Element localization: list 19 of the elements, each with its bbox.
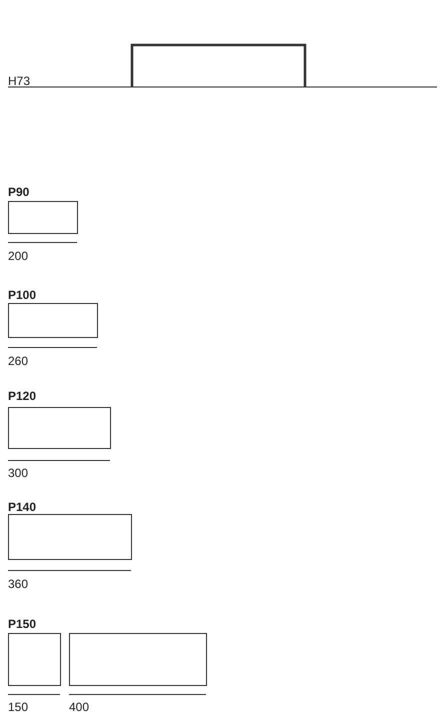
- dimension-label: 360: [8, 577, 28, 591]
- profile-outline: [69, 633, 207, 686]
- dimension-label: 300: [8, 466, 28, 480]
- profile-outline: [8, 514, 132, 560]
- profile-label: P90: [8, 185, 30, 199]
- profile-outline: [130, 44, 306, 87]
- dimension-label: 150: [8, 700, 28, 714]
- dimension-label: 400: [69, 700, 90, 714]
- profile-outline: [8, 633, 61, 686]
- profile-label: H73: [8, 74, 30, 88]
- dimension-label: 200: [8, 249, 28, 263]
- profile-label: P150: [8, 617, 36, 631]
- profile-outline: [8, 201, 78, 234]
- profile-outline: [8, 303, 98, 338]
- dimension-label: 260: [8, 354, 28, 368]
- profile-outline: [8, 407, 111, 449]
- profile-label: P140: [8, 500, 36, 514]
- profile-label: P100: [8, 288, 36, 302]
- profile-label: P120: [8, 389, 36, 403]
